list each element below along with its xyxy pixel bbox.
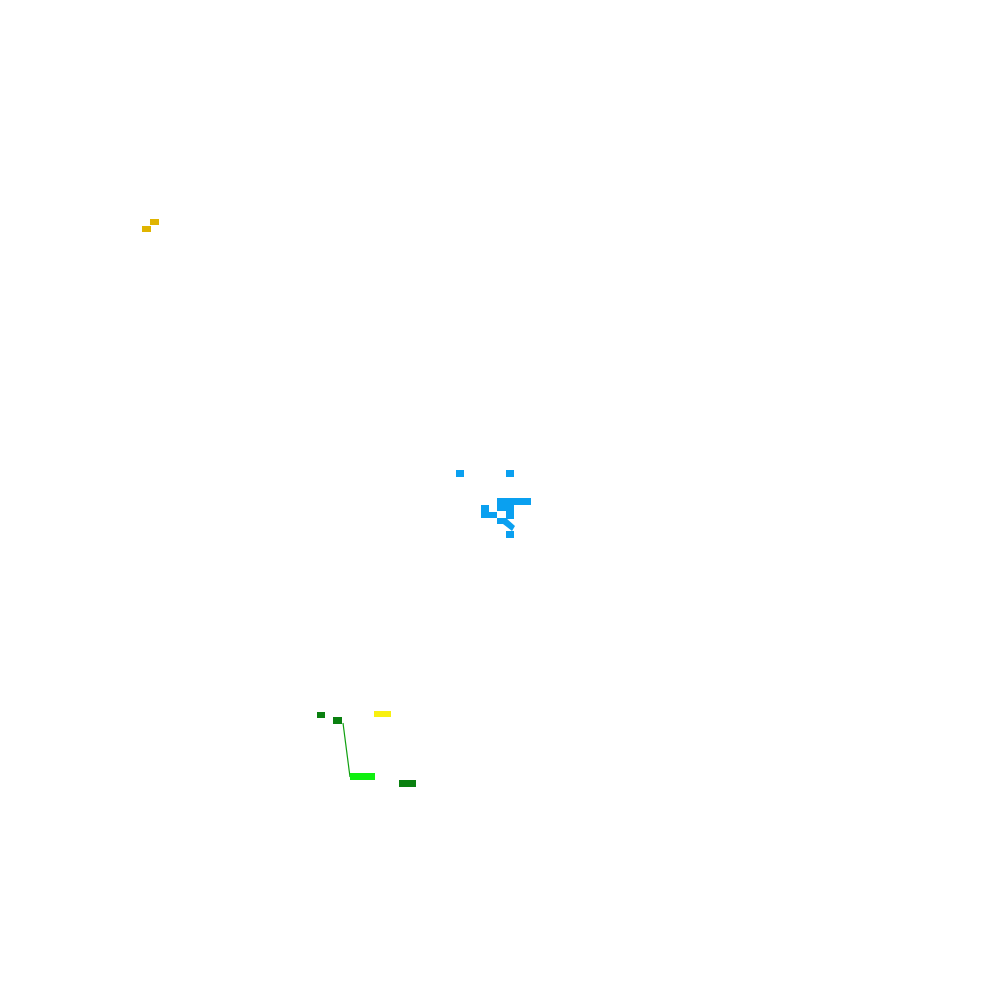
blue-mark: [506, 511, 514, 519]
blue-mark: [481, 512, 497, 518]
connector-line: [342, 722, 351, 778]
gold-mark: [142, 226, 151, 232]
dark-green-mark: [317, 712, 325, 718]
dark-green-mark: [333, 717, 342, 724]
blue-cluster: [456, 470, 531, 538]
blue-mark: [456, 470, 464, 477]
blue-mark: [497, 518, 515, 531]
gold-mark: [150, 219, 159, 225]
blue-mark: [481, 505, 489, 518]
blue-mark: [506, 470, 514, 477]
dark-green-mark: [399, 780, 416, 787]
gold-cluster: [142, 219, 159, 232]
blue-mark: [497, 498, 514, 511]
bright-green-mark: [350, 773, 375, 780]
yellow-mark: [374, 711, 391, 717]
green-cluster: [317, 711, 416, 787]
blue-mark: [506, 531, 514, 538]
